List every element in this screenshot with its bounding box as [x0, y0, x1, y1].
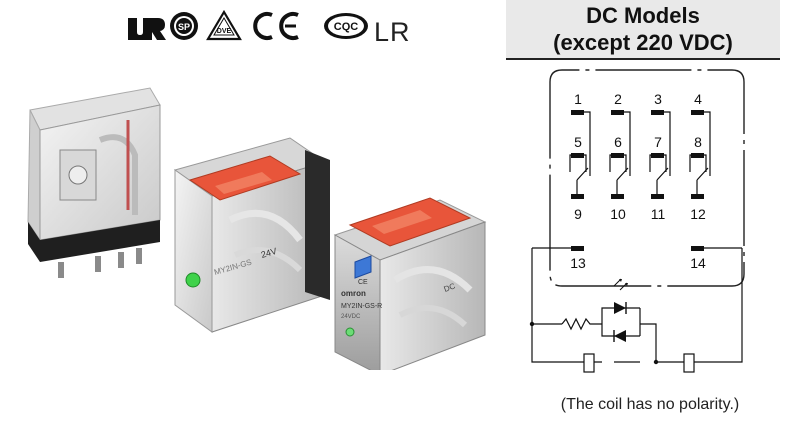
svg-text:5: 5: [574, 134, 582, 150]
relay-voltage-label: 24VDC: [341, 314, 361, 320]
header-subtitle: (except 220 VDC): [553, 30, 733, 55]
ce-mark-icon: [253, 12, 299, 40]
coil-circuit: [531, 247, 743, 363]
coil-left-icon: [583, 353, 595, 373]
header-title: DC Models: [586, 3, 700, 28]
relay-dc-label: DC: [443, 281, 457, 293]
coil-pin-13: 13: [570, 255, 586, 271]
svg-text:3: 3: [654, 91, 662, 107]
csa-icon: SP: [170, 12, 198, 40]
coil-terminal-13: [571, 246, 584, 251]
bottom-pin-labels: 9 10 11 12: [574, 206, 706, 222]
svg-text:10: 10: [610, 206, 626, 222]
coil-right-icon: [683, 353, 695, 373]
lr-mark: LR: [374, 17, 411, 47]
svg-text:12: 12: [690, 206, 706, 222]
svg-text:11: 11: [651, 206, 666, 222]
svg-text:1: 1: [574, 91, 582, 107]
contact-terminals: [571, 110, 704, 199]
dc-models-header: DC Models (except 220 VDC): [506, 0, 780, 60]
svg-text:4: 4: [694, 91, 702, 107]
certification-marks: SP DVE CQC: [124, 4, 428, 48]
relay-ce-label: CE: [358, 279, 368, 286]
relay-brand-label: omron: [341, 289, 366, 298]
contact-wiring: [569, 111, 711, 196]
svg-text:8: 8: [694, 134, 702, 150]
diode-icon: [613, 330, 626, 342]
svg-text:CQC: CQC: [334, 21, 359, 33]
svg-text:SP: SP: [178, 22, 190, 32]
relay-outline-dashed: [549, 69, 745, 287]
coil-polarity-note: (The coil has no polarity.): [560, 396, 740, 413]
relay-orange-tab-led: MY2IN-GS 24V: [173, 137, 330, 333]
cqc-icon: CQC: [324, 13, 368, 39]
ul-recognized-icon: [124, 18, 166, 40]
svg-text:7: 7: [654, 134, 662, 150]
svg-text:9: 9: [574, 206, 582, 222]
relay-photo: MY2IN-GS 24V omron MY2IN-GS-R 24VDC CE D…: [0, 70, 510, 376]
relay-model-label: MY2IN-GS-R: [341, 303, 382, 310]
internal-connection-diagram: 1 2 3 4 5 6 7 8 9 10 11 12: [510, 66, 780, 386]
vde-icon: DVE: [206, 9, 242, 41]
relay-orange-tab-test-button: omron MY2IN-GS-R 24VDC CE DC: [333, 197, 487, 376]
svg-text:6: 6: [614, 134, 622, 150]
svg-text:2: 2: [614, 91, 622, 107]
coil-pin-14: 14: [690, 255, 706, 271]
relay-clear-basic: [27, 87, 161, 278]
top-pin-labels: 1 2 3 4: [574, 91, 702, 107]
led-icon: [613, 278, 628, 314]
svg-text:24V: 24V: [260, 246, 278, 260]
svg-text:DVE: DVE: [217, 28, 232, 35]
coil-terminal-14: [691, 246, 704, 251]
mid-pin-labels: 5 6 7 8: [574, 134, 702, 150]
